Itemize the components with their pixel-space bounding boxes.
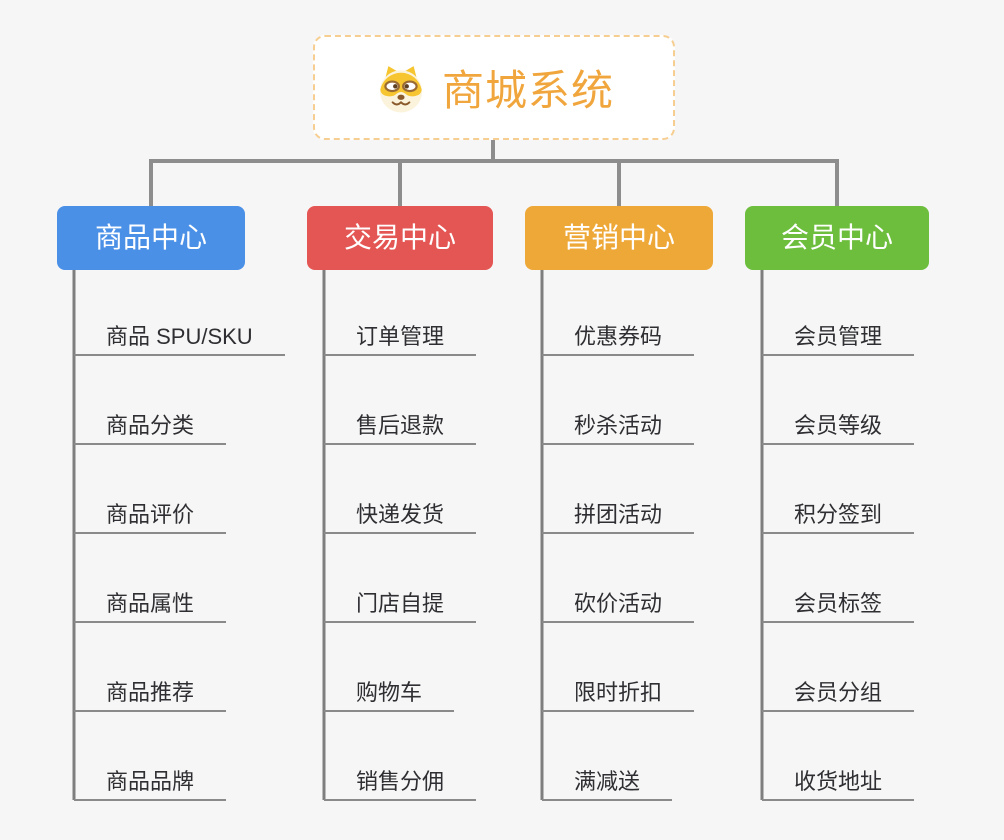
branch-items-member: 会员管理 会员等级 积分签到 会员标签 会员分组 收货地址 <box>762 320 915 801</box>
branch-header-trade[interactable]: 交易中心 <box>307 206 493 270</box>
leaf-node[interactable]: 拼团活动 <box>542 498 695 534</box>
leaf-node[interactable]: 砍价活动 <box>542 587 695 623</box>
leaf-node[interactable]: 售后退款 <box>324 409 477 445</box>
leaf-node[interactable]: 商品品牌 <box>74 765 227 801</box>
branch-items-marketing: 优惠券码 秒杀活动 拼团活动 砍价活动 限时折扣 满减送 <box>542 320 695 801</box>
leaf-node[interactable]: 商品评价 <box>74 498 227 534</box>
leaf-node[interactable]: 收货地址 <box>762 765 915 801</box>
leaf-node[interactable]: 快递发货 <box>324 498 477 534</box>
branch-items-product: 商品 SPU/SKU 商品分类 商品评价 商品属性 商品推荐 商品品牌 <box>74 320 285 801</box>
leaf-node[interactable]: 销售分佣 <box>324 765 477 801</box>
branch-header-product[interactable]: 商品中心 <box>57 206 245 270</box>
leaf-node[interactable]: 门店自提 <box>324 587 477 623</box>
leaf-node[interactable]: 商品属性 <box>74 587 227 623</box>
branch-header-member[interactable]: 会员中心 <box>745 206 929 270</box>
leaf-node[interactable]: 秒杀活动 <box>542 409 695 445</box>
leaf-node[interactable]: 限时折扣 <box>542 676 695 712</box>
leaf-node[interactable]: 会员分组 <box>762 676 915 712</box>
leaf-node[interactable]: 会员标签 <box>762 587 915 623</box>
leaf-node[interactable]: 会员等级 <box>762 409 915 445</box>
root-title: 商城系统 <box>441 67 614 114</box>
leaf-node[interactable]: 商品分类 <box>74 409 227 445</box>
leaf-node[interactable]: 优惠券码 <box>542 320 695 356</box>
leaf-node[interactable]: 商品 SPU/SKU <box>74 320 285 356</box>
leaf-node[interactable]: 满减送 <box>542 765 673 801</box>
shiba-dog-icon <box>374 63 428 113</box>
branch-header-marketing[interactable]: 营销中心 <box>525 206 713 270</box>
leaf-node[interactable]: 积分签到 <box>762 498 915 534</box>
leaf-node[interactable]: 购物车 <box>324 676 455 712</box>
root-node[interactable]: 商城系统 <box>313 35 675 140</box>
branch-items-trade: 订单管理 售后退款 快递发货 门店自提 购物车 销售分佣 <box>324 320 477 801</box>
leaf-node[interactable]: 会员管理 <box>762 320 915 356</box>
leaf-node[interactable]: 商品推荐 <box>74 676 227 712</box>
leaf-node[interactable]: 订单管理 <box>324 320 477 356</box>
